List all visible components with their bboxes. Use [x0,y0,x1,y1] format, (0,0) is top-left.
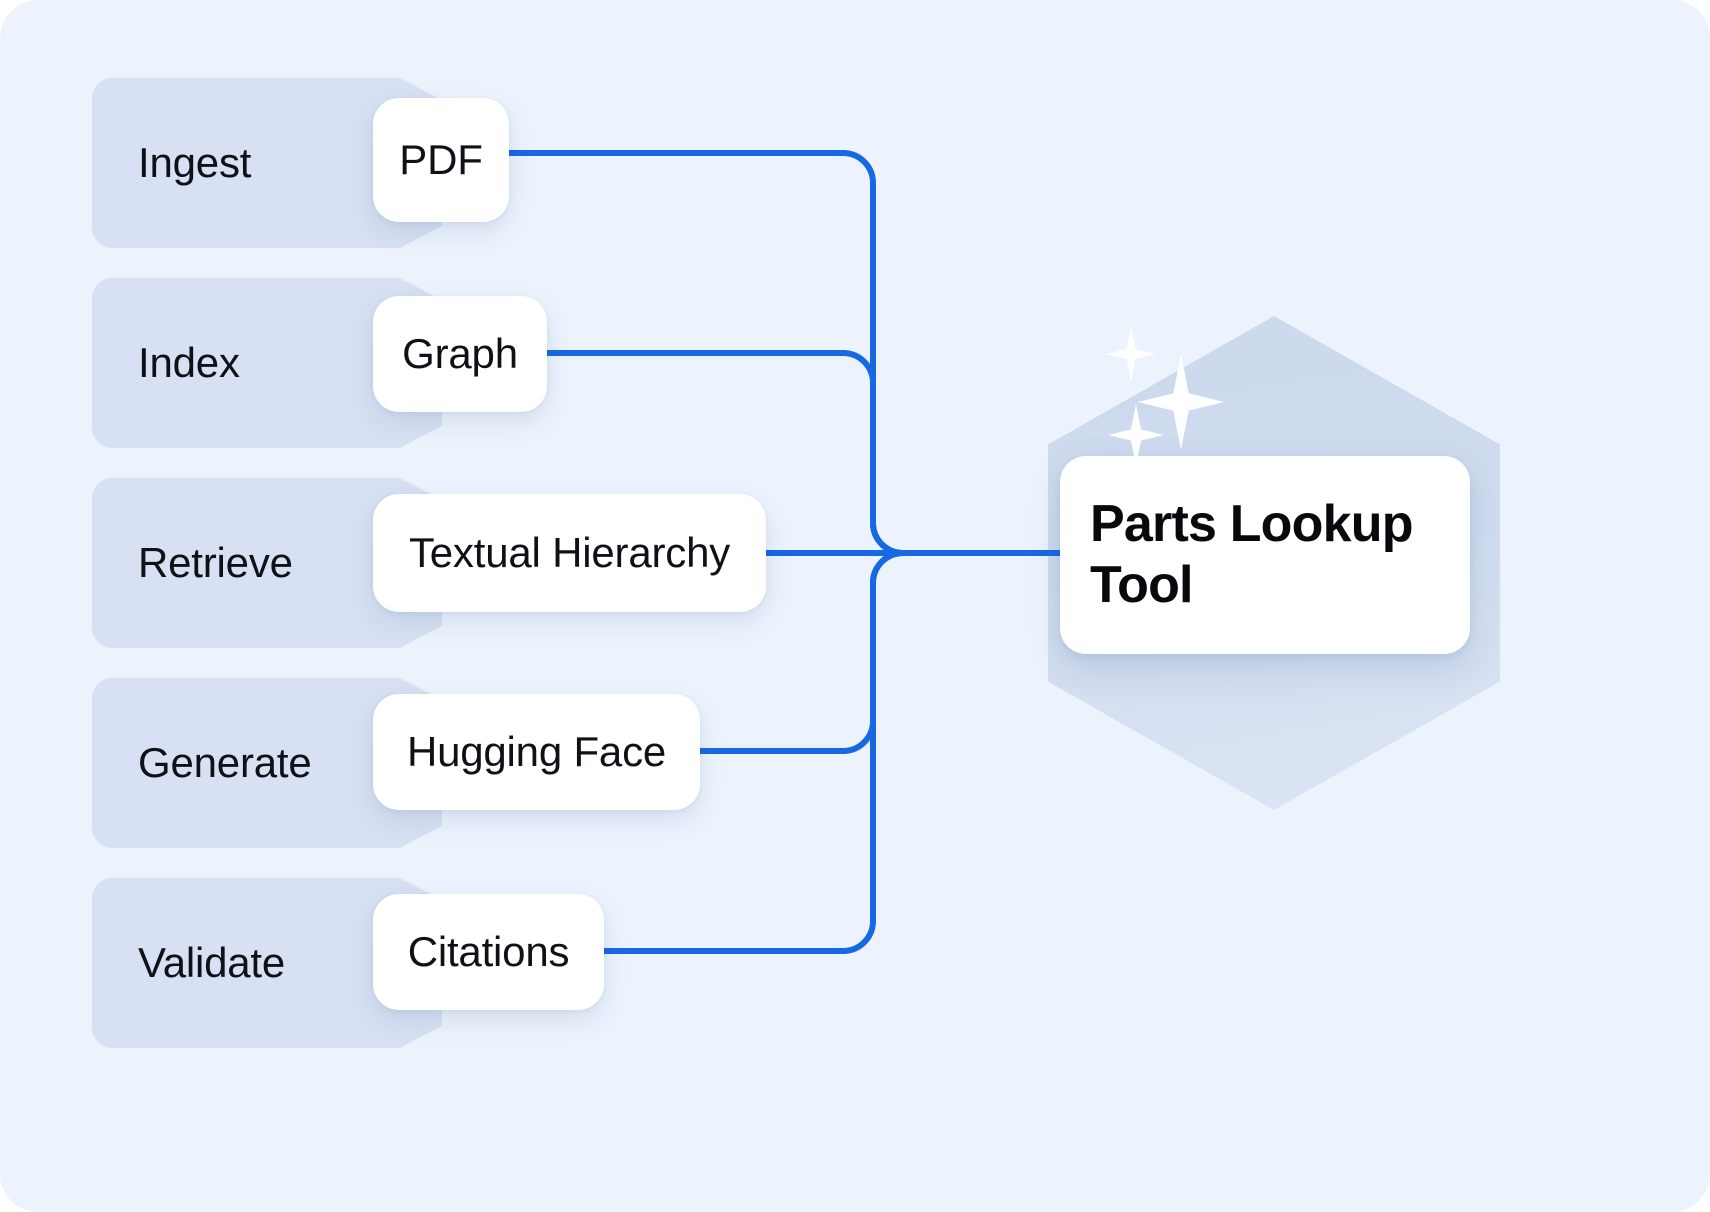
chip-graph[interactable]: Graph [373,296,547,412]
chip-citations[interactable]: Citations [373,894,604,1010]
target-tool-title-line2: Tool [1090,556,1193,614]
chip-textual-hierarchy[interactable]: Textual Hierarchy [373,494,766,612]
step-label-index: Index [138,339,240,386]
step-label-generate: Generate [138,739,312,786]
chip-hugging-face[interactable]: Hugging Face [373,694,700,810]
chip-pdf[interactable]: PDF [373,98,509,222]
step-label-retrieve: Retrieve [138,539,293,586]
target-tool-title: Parts Lookup Tool [1060,494,1413,616]
step-label-ingest: Ingest [138,139,252,186]
target-tool-title-line1: Parts Lookup [1090,495,1413,554]
step-label-validate: Validate [138,939,286,986]
target-tool-card[interactable]: Parts Lookup Tool [1060,456,1470,654]
